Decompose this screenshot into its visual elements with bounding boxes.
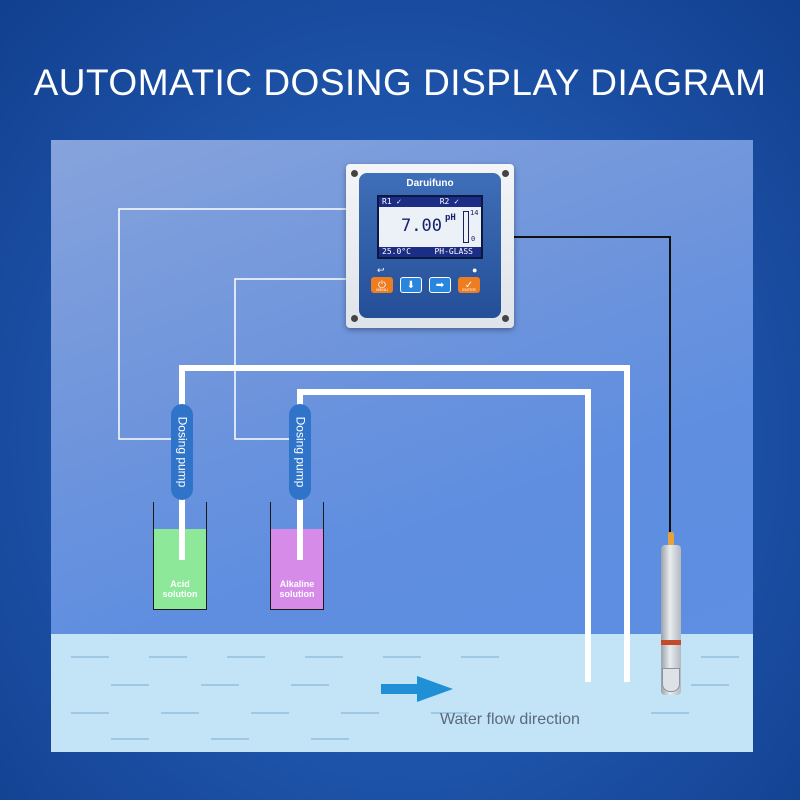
ph-unit: pH — [445, 213, 456, 223]
screw — [351, 315, 358, 322]
return-icon: ↩ — [377, 265, 385, 275]
diagram-title: AUTOMATIC DOSING DISPLAY DIAGRAM — [33, 62, 767, 103]
screw — [502, 170, 509, 177]
flow-arrow-icon — [381, 676, 453, 702]
relay2-indicator: R2 ✓ — [439, 197, 459, 206]
flow-direction-label: Water flow direction — [440, 711, 580, 728]
dot-icon: ● — [472, 265, 478, 275]
arrow-down-icon: ⬇ — [406, 279, 416, 291]
brand-name: Daruifuno — [406, 178, 454, 189]
sensor-type: PH-GLASS — [434, 247, 473, 256]
alkaline-label: Alkaline solution — [279, 579, 315, 599]
arrow-right-icon: ➡ — [435, 279, 445, 291]
pump1-control-wire — [118, 208, 346, 440]
menu-button[interactable]: ⏻ MENU — [371, 277, 393, 293]
controller-bezel: Daruifuno R1 ✓ R2 ✓ 7.00 pH 14 0 25.0°C … — [359, 173, 501, 318]
gauge-max: 14 — [470, 209, 479, 217]
acid-dosing-pump[interactable]: Dosing pump — [171, 404, 193, 500]
relay1-indicator: R1 ✓ — [382, 197, 402, 206]
relay-status-bar: R1 ✓ R2 ✓ — [379, 197, 481, 207]
probe-ring — [661, 640, 681, 645]
ph-controller: Daruifuno R1 ✓ R2 ✓ 7.00 pH 14 0 25.0°C … — [346, 164, 514, 328]
temperature-readout: 25.0°C — [382, 247, 411, 256]
probe-tip — [662, 668, 680, 692]
diagram-panel: Dosing pump Dosing pump Acid solution Al… — [51, 140, 753, 752]
screw — [351, 170, 358, 177]
enter-button[interactable]: ✓ ENTER — [458, 277, 480, 293]
ph-gauge-bar — [463, 211, 469, 243]
down-button[interactable]: ⬇ — [400, 277, 422, 293]
screw — [502, 315, 509, 322]
pump2-control-wire — [234, 278, 346, 440]
ph-reading: 7.00 — [401, 216, 442, 236]
gauge-min: 0 — [471, 235, 476, 243]
lcd-screen: R1 ✓ R2 ✓ 7.00 pH 14 0 25.0°C PH-GLASS — [377, 195, 483, 259]
power-icon: ⏻ — [378, 279, 386, 291]
probe-cable — [514, 236, 671, 534]
right-button[interactable]: ➡ — [429, 277, 451, 293]
ph-probe — [661, 545, 681, 695]
check-icon: ✓ — [464, 279, 474, 291]
probe-connector — [668, 532, 674, 548]
acid-label: Acid solution — [162, 579, 198, 599]
info-bar: 25.0°C PH-GLASS — [379, 247, 481, 257]
alkaline-dosing-pump[interactable]: Dosing pump — [289, 404, 311, 500]
